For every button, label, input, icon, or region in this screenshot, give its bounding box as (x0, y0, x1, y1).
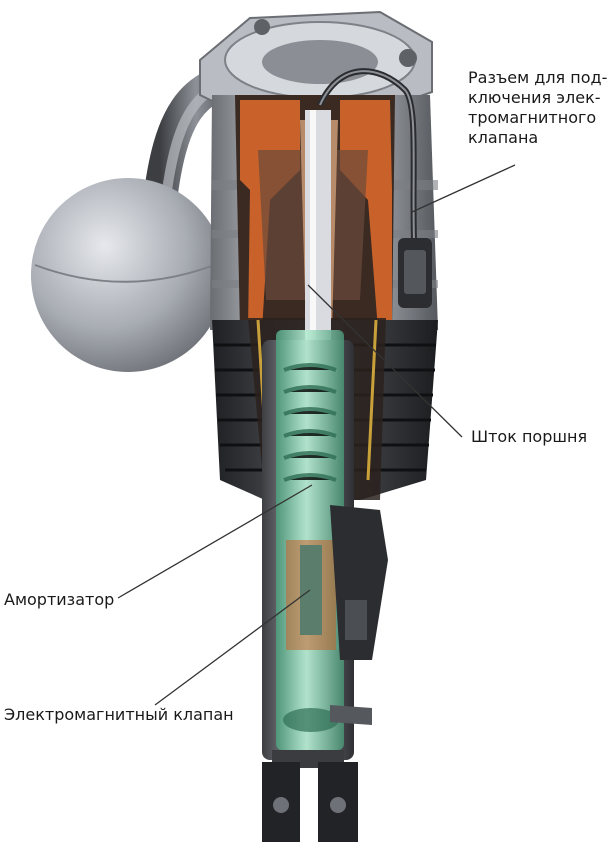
leader-lines (117, 164, 516, 706)
label-connector-line-4: клапана (468, 128, 539, 147)
label-connector-line-1: Разъем для под- (468, 68, 608, 87)
label-connector-line-3: тромагнитного (468, 108, 597, 127)
piston-rod (305, 110, 331, 340)
connector-cable (317, 68, 432, 308)
leader-line-solenoid-valve (154, 589, 311, 706)
label-piston-rod: Шток поршня (471, 427, 588, 446)
leader-line-connector (411, 164, 516, 213)
label-connector-line-2: ключения элек- (468, 88, 601, 107)
shock-absorber (262, 330, 354, 760)
lower-mount (262, 750, 358, 842)
leader-line-piston-rod (307, 284, 463, 438)
leader-line-shock-absorber (117, 484, 313, 599)
valve-bracket (330, 505, 388, 725)
label-connector: Разъем для под- ключения элек- тромагнит… (468, 68, 607, 148)
top-mount (199, 10, 433, 114)
label-solenoid-valve: Электромагнитный клапан (4, 705, 234, 724)
label-shock-absorber: Амортизатор (4, 590, 115, 609)
